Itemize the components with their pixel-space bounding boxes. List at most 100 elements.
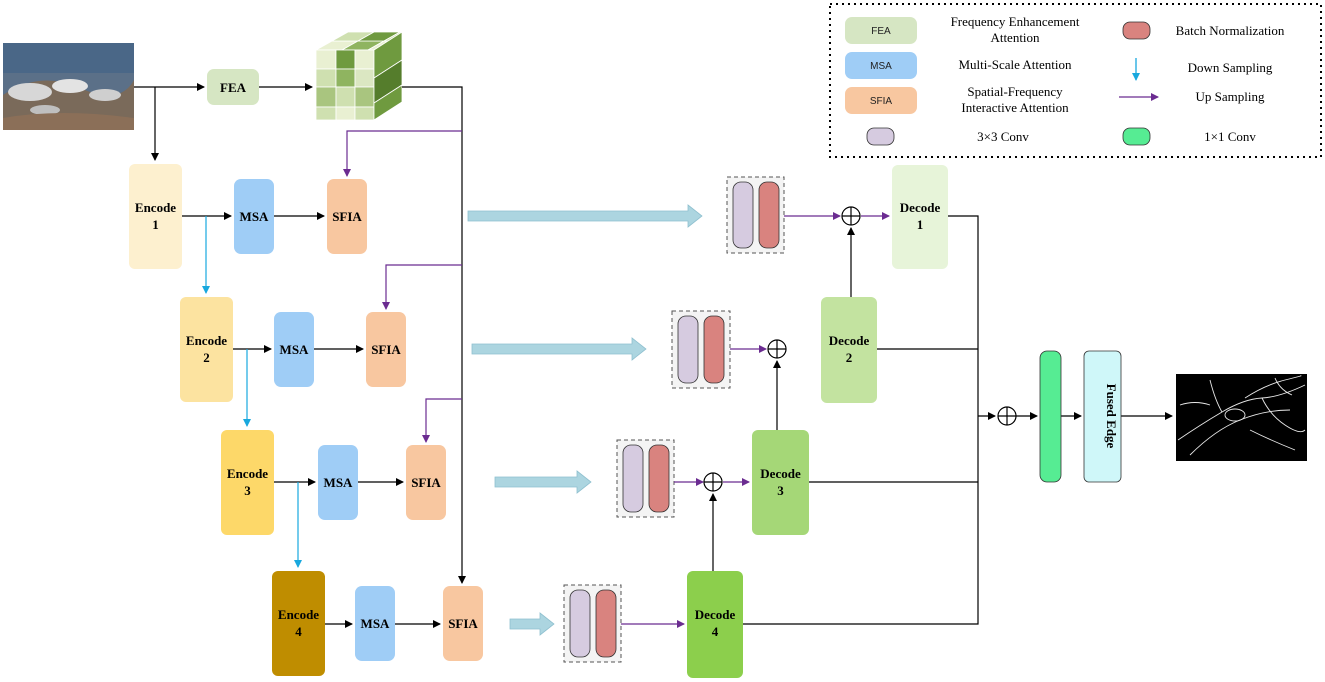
encode-1-num: 1: [152, 217, 159, 232]
legend-conv1-swatch: [1122, 127, 1151, 146]
fused-edge-block: Fused Edge: [1083, 350, 1122, 483]
msa-4-label: MSA: [361, 616, 391, 631]
bn-3: [648, 444, 670, 513]
legend: FEA Frequency Enhancement Attention MSA …: [829, 3, 1322, 158]
bn-1: [758, 181, 780, 249]
sfia-4-box: [443, 586, 483, 661]
fea-block: FEA: [207, 69, 259, 105]
encode-1-word: Encode: [135, 200, 176, 215]
legend-msa-swatch: MSA: [870, 61, 892, 72]
sum-nodes: [703, 206, 1017, 492]
conv-bn-group-2: [671, 310, 731, 389]
legend-up-label: Up Sampling: [1196, 89, 1265, 104]
encode-3-word: Encode: [227, 466, 268, 481]
encoder-stage-2: Encode 2 MSA SFIA: [180, 297, 406, 402]
legend-fea-swatch-box: [845, 17, 917, 44]
legend-fea-swatch: FEA: [871, 26, 891, 37]
decode-2-num: 2: [846, 350, 853, 365]
legend-conv3-swatch: [866, 127, 895, 146]
legend-sfia-swatch: SFIA: [870, 96, 893, 107]
input-image: [3, 43, 134, 130]
decoder-4: Decode 4: [687, 571, 743, 678]
sfia-3-box: [406, 445, 446, 520]
msa-2-box: [274, 312, 314, 387]
decode-2-word: Decode: [829, 333, 870, 348]
frequency-cube: [314, 31, 404, 121]
legend-msa-swatch-box: [845, 52, 917, 79]
decode-3-word: Decode: [760, 466, 801, 481]
decoder-up-arrows: [709, 227, 855, 571]
msa-4-box: [355, 586, 395, 661]
decode-4-num: 4: [712, 624, 719, 639]
bn-2: [703, 315, 725, 384]
sfia-2-box: [366, 312, 406, 387]
conv3-2: [677, 315, 699, 384]
encode-3-num: 3: [244, 483, 251, 498]
encoder-row-arrows: [182, 212, 441, 628]
encode-2-box: [180, 297, 233, 402]
encode-2-word: Encode: [186, 333, 227, 348]
decode-2-box: [821, 297, 877, 403]
decode-1-box: [892, 165, 948, 269]
sum-node-fusion: [997, 406, 1017, 426]
decode-1-num: 1: [917, 217, 924, 232]
sfia-1-box: [327, 179, 367, 254]
encode-2-num: 2: [203, 350, 210, 365]
legend-fea-label-2: Attention: [990, 30, 1040, 45]
bn-4: [595, 589, 617, 658]
fea-label: FEA: [220, 80, 247, 95]
encode-1-box: [129, 164, 182, 269]
sum-node-1: [841, 206, 861, 226]
decoder-3: Decode 3: [752, 430, 809, 535]
msa-1-label: MSA: [240, 209, 270, 224]
msa-3-box: [318, 445, 358, 520]
skip-arrow-1: [467, 204, 703, 228]
decode-1-word: Decode: [900, 200, 941, 215]
legend-sfia-label-2: Interactive Attention: [961, 100, 1069, 115]
encode-4-num: 4: [295, 624, 302, 639]
fea-box: [207, 69, 259, 105]
encoder-stage-1: Encode 1 MSA SFIA: [129, 164, 367, 269]
conv3-4: [569, 589, 591, 658]
msa-1-box: [234, 179, 274, 254]
sfia-feed-arrows: [343, 130, 462, 443]
encode-4-box: [272, 571, 325, 676]
legend-bn-label: Batch Normalization: [1176, 23, 1285, 38]
skip-arrow-2: [471, 337, 647, 361]
decode-4-word: Decode: [695, 607, 736, 622]
conv-bn-group-3: [616, 439, 675, 518]
fused-edge-label: Fused Edge: [1104, 384, 1119, 449]
legend-down-label: Down Sampling: [1188, 60, 1273, 75]
sfia-4-label: SFIA: [448, 616, 478, 631]
msa-3-label: MSA: [324, 475, 354, 490]
conv3-1: [732, 181, 754, 249]
decoder-purple-arrows: [621, 212, 890, 628]
encoder-stage-3: Encode 3 MSA SFIA: [221, 430, 446, 535]
decoder-2: Decode 2: [821, 297, 877, 403]
fused-edge-box: [1083, 350, 1122, 483]
sum-node-3: [703, 472, 723, 492]
decoder-1: Decode 1: [892, 165, 948, 269]
fusion-lines: [743, 215, 1173, 625]
legend-conv1-label: 1×1 Conv: [1204, 129, 1256, 144]
conv3-3: [622, 444, 644, 513]
decode-3-box: [752, 430, 809, 535]
legend-msa-label: Multi-Scale Attention: [958, 57, 1072, 72]
encode-4-word: Encode: [278, 607, 319, 622]
legend-sfia-swatch-box: [845, 87, 917, 114]
sum-node-2: [767, 339, 787, 359]
encoder-stage-4: Encode 4 MSA SFIA: [272, 571, 483, 676]
down-sampling-arrows: [202, 216, 302, 568]
encode-3-box: [221, 430, 274, 535]
decode-3-num: 3: [777, 483, 784, 498]
sfia-2-label: SFIA: [371, 342, 401, 357]
skip-arrows: [467, 204, 703, 636]
msa-2-label: MSA: [280, 342, 310, 357]
conv-bn-group-1: [726, 176, 785, 254]
skip-arrow-3: [494, 470, 592, 494]
sfia-3-label: SFIA: [411, 475, 441, 490]
legend-bn-swatch: [1122, 21, 1151, 40]
skip-arrow-4: [509, 612, 555, 636]
legend-sfia-label-1: Spatial-Frequency: [967, 84, 1063, 99]
